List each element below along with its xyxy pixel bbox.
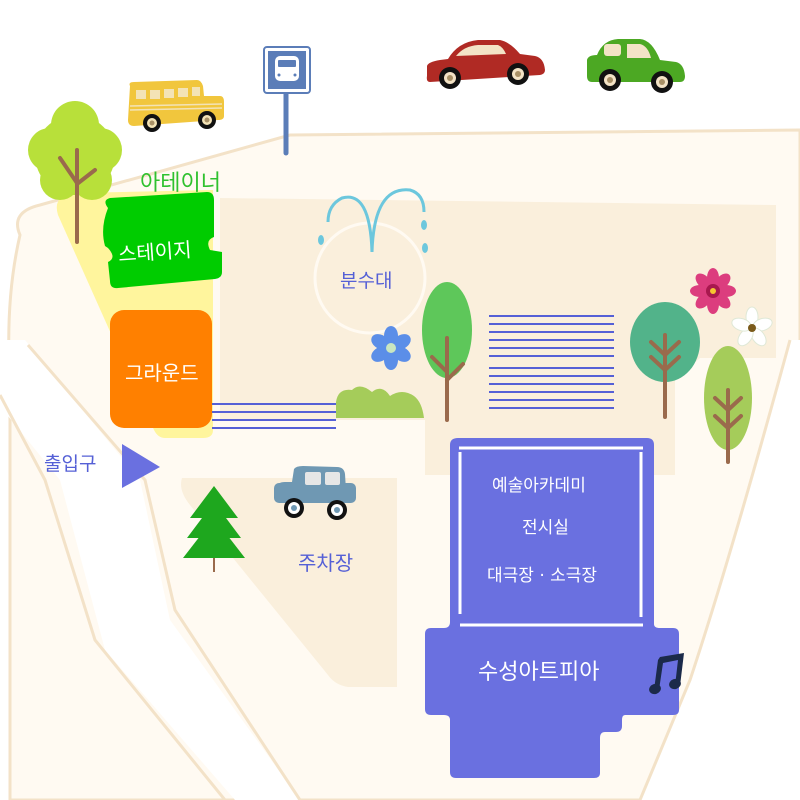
label-academy[interactable]: 예술아카데미 — [492, 476, 586, 496]
pine-tree-icon — [183, 486, 245, 572]
red-car-icon — [426, 40, 545, 89]
road — [0, 340, 300, 800]
entrance-arrow-icon[interactable] — [122, 444, 160, 488]
label-stage[interactable]: 스테이지 — [117, 237, 193, 267]
blue-car-icon — [274, 466, 356, 520]
blue-flower-icon — [371, 326, 411, 370]
fountain-icon — [313, 188, 428, 335]
bus-stop-sign-icon — [263, 46, 311, 156]
tree-icon — [704, 346, 752, 464]
label-ground[interactable]: 그라운드 — [125, 361, 199, 385]
music-note-icon — [649, 653, 684, 695]
label-theaters[interactable]: 대극장 · 소극장 — [487, 566, 598, 586]
tree-icon — [28, 101, 122, 244]
stage-block — [103, 192, 222, 289]
tree-icon — [422, 282, 472, 422]
plaza-stripes — [489, 315, 614, 409]
building-frame — [458, 446, 643, 627]
label-gallery[interactable]: 전시실 — [522, 518, 569, 538]
label-main-building[interactable]: 수성아트피아 — [478, 660, 600, 685]
label-fountain[interactable]: 분수대 — [340, 270, 393, 292]
pink-flower-icon — [690, 268, 736, 314]
label-entrance[interactable]: 출입구 — [44, 453, 97, 475]
label-athenae: 아테이너 — [140, 171, 221, 196]
label-parking[interactable]: 주차장 — [298, 551, 354, 575]
bus-icon — [128, 80, 224, 132]
white-flower-icon — [731, 306, 773, 347]
walkway-lines — [212, 403, 336, 429]
main-building — [425, 438, 679, 778]
green-car-icon — [587, 39, 685, 93]
tree-icon — [630, 302, 700, 419]
bush-icon — [336, 386, 424, 418]
ground-block — [110, 310, 212, 428]
